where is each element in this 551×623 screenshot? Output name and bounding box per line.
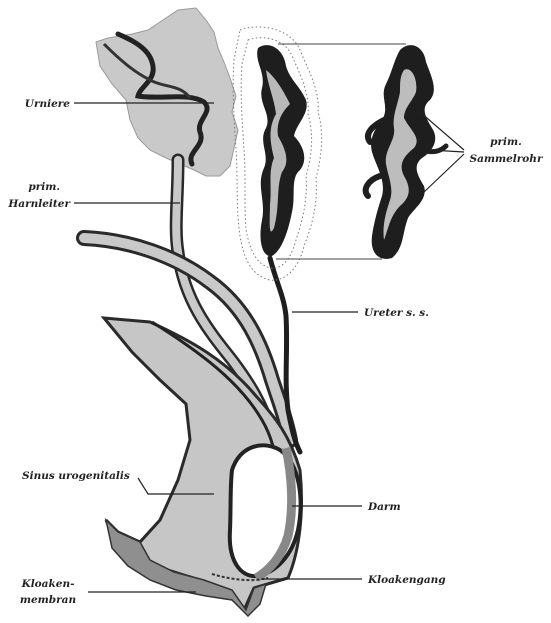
label-prim-harnleiter-2: Harnleiter (7, 198, 71, 210)
label-prim-sammelrohr-1: prim. (490, 136, 522, 148)
label-kloakenmembran-1: Kloaken- (21, 578, 75, 590)
label-sinus-urogenitalis: Sinus urogenitalis (22, 470, 130, 482)
label-ureter: Ureter s. s. (364, 307, 429, 319)
label-prim-harnleiter-1: prim. (28, 181, 60, 193)
leader-sammelrohr-3 (424, 154, 464, 192)
label-kloakengang: Kloakengang (367, 574, 446, 586)
right-bud-branch-3 (366, 176, 380, 196)
label-urniere: Urniere (25, 98, 71, 110)
label-prim-sammelrohr-2: Sammelrohr (470, 153, 544, 165)
label-kloakenmembran-2: membran (20, 594, 76, 606)
label-darm: Darm (367, 501, 401, 513)
